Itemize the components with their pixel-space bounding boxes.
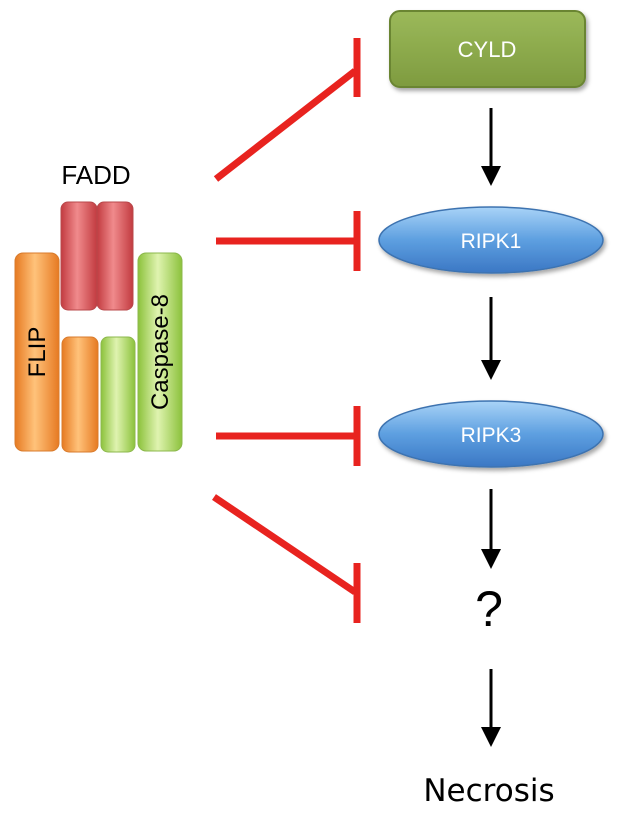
ripk1-ellipse [378,206,604,274]
flip-dd-block [61,336,99,453]
activation-arrow-ripk3-unknown [481,489,501,569]
flip-block [14,252,60,452]
ripk1-node [378,206,604,274]
inhibition-to-unknown [212,494,361,623]
caspase-block [137,252,183,452]
caspase-dd-block [100,336,136,453]
ripk1-label: RIPK1 [461,230,522,253]
ripk3-label: RIPK3 [461,424,522,447]
ripk3-node [378,400,604,468]
fadd-block-right [96,201,134,311]
necrosis-label: Necrosis [423,773,554,809]
fadd-label: FADD [61,160,130,190]
cyld-label: CYLD [458,37,517,62]
activation-arrow-unknown-necrosis [481,669,501,747]
flip-label: FLIP [24,327,51,378]
caspase-8-label: Caspase-8 [147,294,174,410]
activation-arrow-ripk1-ripk3 [481,297,501,380]
cyld-box [389,10,586,88]
inhibition-to-cyld [213,38,361,182]
activation-arrow-cyld-ripk1 [481,108,501,186]
cyld-node [389,10,586,88]
inhibition-to-ripk3 [216,406,361,466]
ripk3-ellipse [378,400,604,468]
unknown-step-label: ? [475,581,503,637]
fadd-block-left [60,201,98,311]
inhibition-to-ripk1 [216,211,361,271]
